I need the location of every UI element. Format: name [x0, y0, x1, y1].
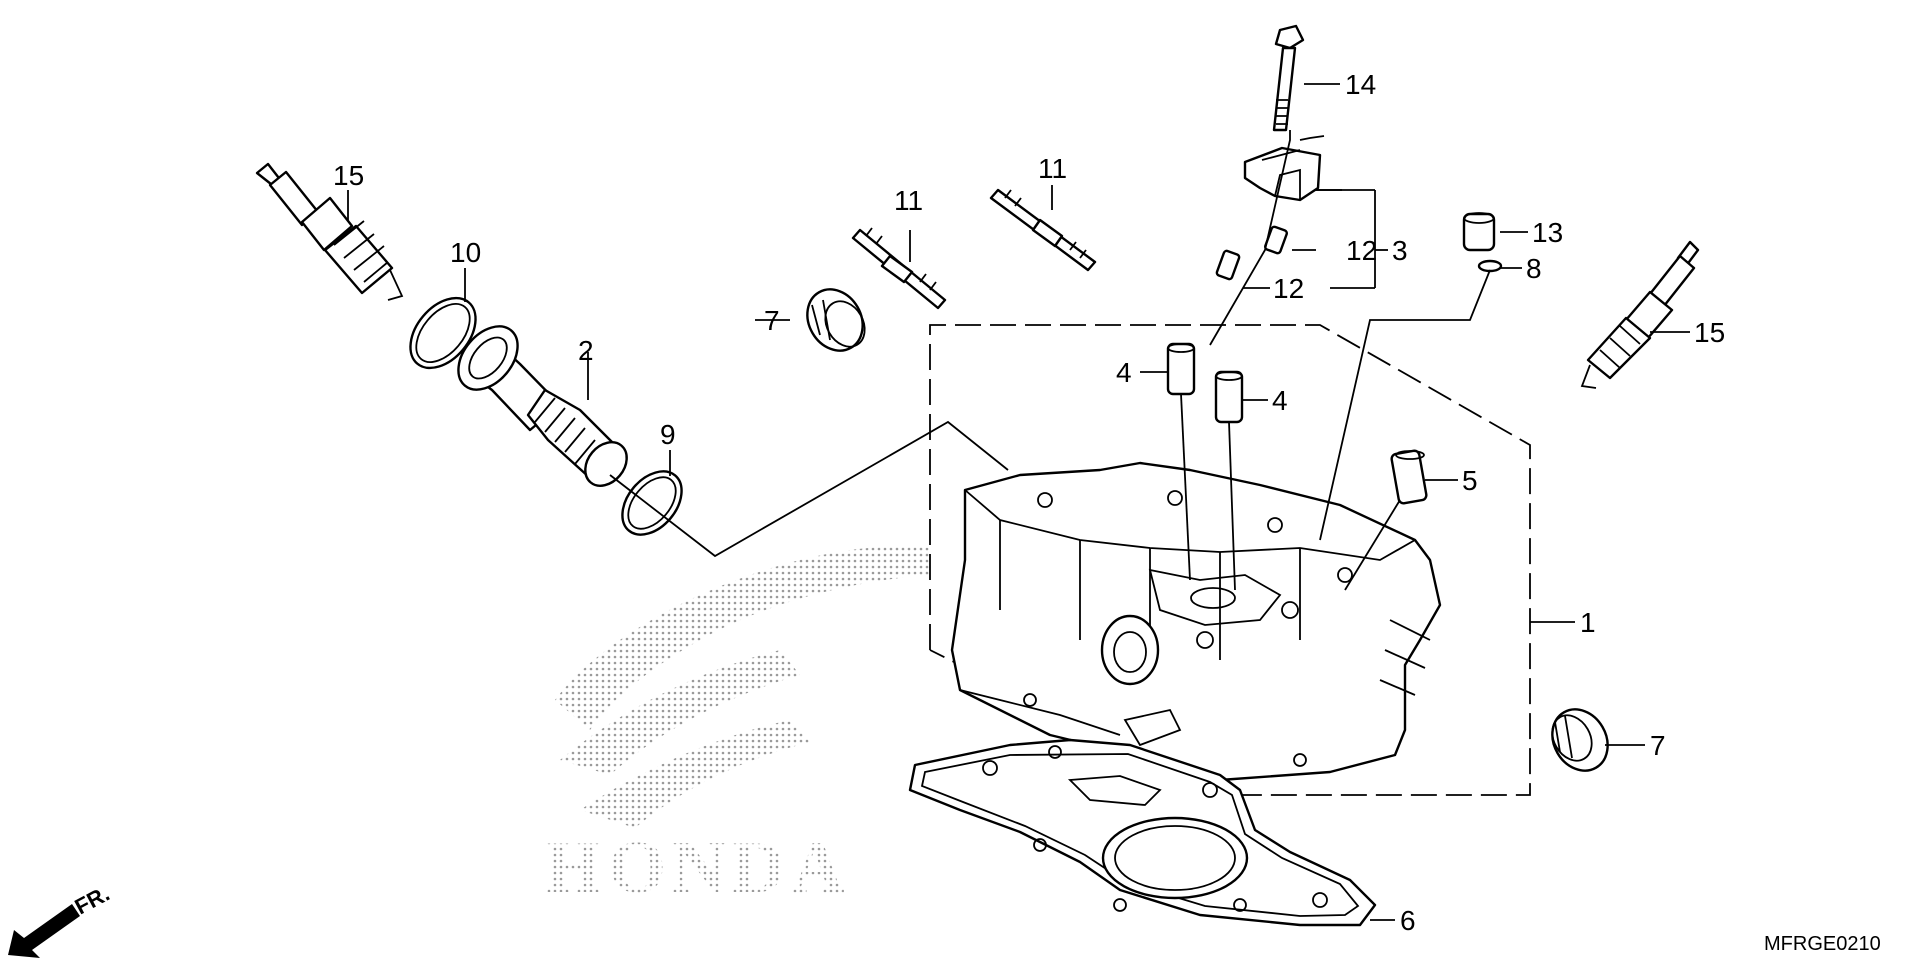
callout-15-left: 15: [333, 160, 364, 191]
guide-5: [1390, 449, 1428, 505]
diagram-code: MFRGE0210: [1764, 933, 1881, 955]
callout-14: 14: [1345, 69, 1376, 100]
leader-lines: [347, 83, 1690, 921]
cylinder-head: [950, 461, 1442, 782]
flange-bolt-14: [1272, 24, 1305, 132]
honda-watermark-text: HONDA: [545, 827, 850, 909]
callout-labels: 15 10 2 9 7 11 11 14 12 12 3 13 8 15 4 4…: [333, 69, 1725, 936]
callout-9: 9: [660, 419, 676, 450]
cylinder-head-gasket: [908, 738, 1377, 927]
callout-7-top: 7: [764, 305, 780, 336]
callout-15-right: 15: [1694, 317, 1725, 348]
callout-4-left: 4: [1116, 357, 1132, 388]
callout-4-right: 4: [1272, 385, 1288, 416]
callout-3: 3: [1392, 235, 1408, 266]
callout-6: 6: [1400, 905, 1416, 936]
callout-12-lower: 12: [1273, 273, 1304, 304]
callout-12-upper: 12: [1346, 235, 1377, 266]
callout-11-left: 11: [894, 185, 923, 216]
stud-bolt-11-left: [851, 227, 947, 310]
callout-11-right: 11: [1038, 153, 1067, 184]
washer-8: [1477, 259, 1503, 273]
callout-13: 13: [1532, 217, 1563, 248]
cap-plug-7-top: [806, 288, 866, 352]
valve-guide-4-right: [1214, 370, 1244, 424]
valve-guide-4-left: [1166, 342, 1196, 396]
callout-8: 8: [1526, 253, 1542, 284]
honda-wing-watermark: [555, 546, 930, 828]
callout-7-right: 7: [1650, 730, 1666, 761]
collar-13: [1462, 212, 1496, 252]
dowel-pin-12-lower: [1215, 249, 1241, 281]
spark-plug-tube: [457, 325, 628, 487]
o-ring-10: [409, 296, 477, 370]
callout-1: 1: [1580, 607, 1596, 638]
callout-2: 2: [578, 335, 594, 366]
callout-5: 5: [1462, 465, 1478, 496]
spark-plug-left: [255, 162, 404, 301]
front-direction-indicator: FR.: [8, 881, 114, 958]
cap-plug-7-right: [1551, 708, 1609, 772]
front-arrow-icon: [8, 904, 80, 958]
stud-bolt-11-right: [989, 188, 1097, 272]
callout-10: 10: [450, 237, 481, 268]
spark-plug-right: [1580, 240, 1700, 389]
